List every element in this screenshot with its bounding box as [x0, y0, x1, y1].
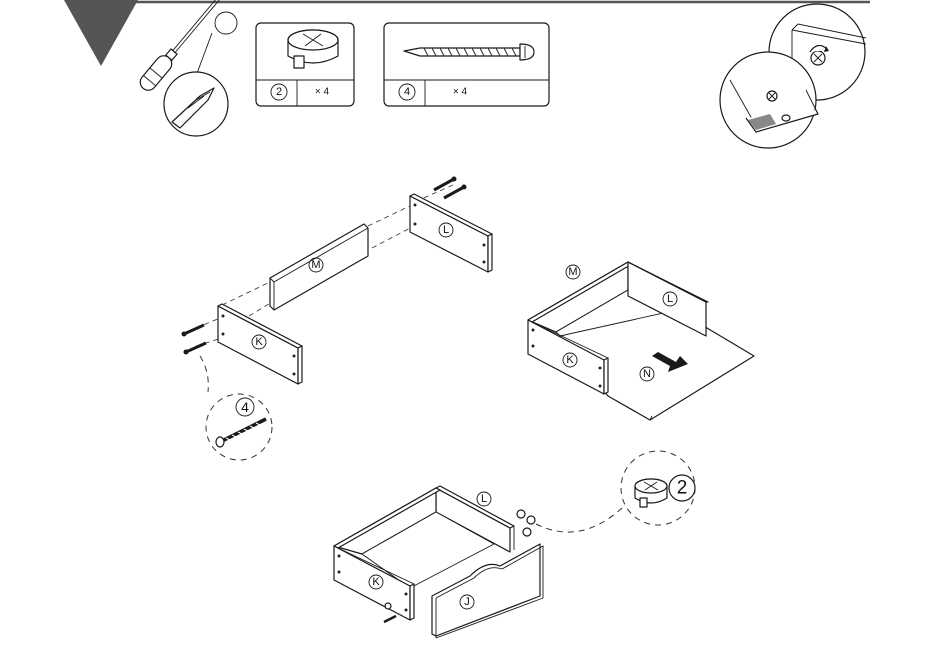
part-label: M: [311, 259, 320, 271]
panel-side-left: K: [218, 304, 302, 384]
hardware-card-screw: 4 × 4: [384, 23, 549, 106]
part-label: J: [464, 596, 470, 608]
frame-with-bottom: M L K N: [528, 262, 754, 420]
callout-number: 2: [677, 478, 688, 499]
callout-number: 4: [241, 399, 249, 415]
part-label: L: [481, 493, 487, 505]
cam-lock-icon: [635, 479, 667, 507]
screw-pair-top: [434, 177, 467, 199]
hardware-quantity: × 4: [315, 87, 330, 98]
part-label: N: [643, 368, 651, 380]
part-label: K: [566, 354, 574, 366]
hardware-card-cam-lock: 2 × 4: [256, 23, 354, 106]
hardware-quantity: × 4: [453, 87, 468, 98]
step-triangle-icon: [64, 0, 138, 66]
panel-back: M: [270, 224, 368, 310]
part-label: L: [443, 224, 449, 236]
drawer-assembly: L K J: [334, 486, 543, 638]
part-label: K: [255, 336, 263, 348]
part-label: M: [568, 266, 577, 278]
cam-callout: 2: [621, 451, 695, 525]
panel-side-right: L: [410, 194, 492, 272]
screwdriver-icon: [137, 0, 237, 136]
part-label: L: [667, 293, 673, 305]
callout-leader: [200, 356, 208, 392]
hardware-number: 4: [404, 86, 410, 98]
screw-pair-left: [182, 325, 207, 355]
callout-leader: [536, 508, 622, 532]
hardware-number: 2: [276, 86, 282, 98]
cam-lock-icon: [517, 510, 535, 536]
part-label: K: [372, 576, 380, 588]
screw-callout: 4: [206, 394, 272, 460]
